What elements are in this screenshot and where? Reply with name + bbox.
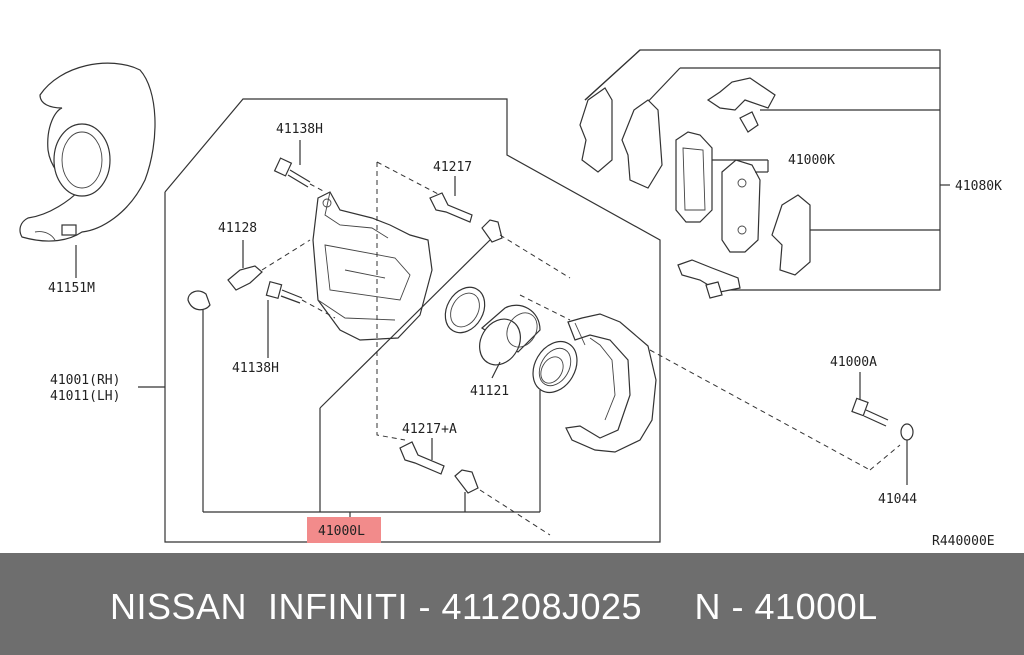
bleeder-cap (187, 290, 211, 512)
label-41151m: 41151M (48, 281, 95, 296)
label-41080k: 41080K (955, 179, 1002, 194)
label-41217: 41217 (433, 160, 472, 175)
piston-part (479, 304, 541, 379)
caliper-assembly-frame (164, 98, 661, 543)
guide-pin-41217 (429, 176, 473, 223)
pad-shim-1 (579, 87, 613, 173)
pad-clip-bottom (677, 259, 741, 299)
footer-bar: NISSAN INFINITI - 411208J025 N - 41000L (0, 553, 1024, 655)
label-41138h-bottom: 41138H (232, 361, 279, 376)
piston-seal (444, 286, 486, 334)
label-41000k: 41000K (788, 153, 835, 168)
pad-shim-3 (771, 194, 811, 276)
label-41217a: 41217+A (402, 422, 457, 437)
washer-41044 (900, 423, 914, 485)
bleeder-screw (227, 240, 263, 291)
parts-diagram: 41151M 41138H 41128 41138H 41217 41121 4… (19, 49, 1002, 549)
caliper-body-part (312, 191, 433, 341)
pad-clip-top (706, 77, 776, 133)
brake-pad-outer (675, 131, 713, 223)
piston-boot (532, 340, 578, 394)
brake-pad-inner (721, 159, 761, 253)
label-41000a: 41000A (830, 355, 877, 370)
diagram-reference: R440000E (932, 534, 995, 549)
brake-caliper-exploded-view: 41151M 41138H 41128 41138H 41217 41121 4… (19, 49, 1002, 549)
label-41000l: 41000L (318, 524, 365, 539)
guide-pin-41217a (399, 438, 445, 475)
label-41121: 41121 (470, 384, 509, 399)
bolt-41138h-top (273, 157, 311, 188)
pin-boot-top (481, 219, 503, 243)
highlight-41000l (307, 517, 381, 543)
footer-part-numbers: NISSAN INFINITI - 411208J025 N - 41000L (110, 586, 878, 627)
pad-shim-2 (621, 99, 663, 189)
torque-member (565, 313, 657, 453)
label-41138h-top: 41138H (276, 122, 323, 137)
pin-boot-bottom (454, 469, 479, 512)
bolt-41000a (851, 372, 889, 427)
label-41044: 41044 (878, 492, 917, 507)
bolt-41138h-bottom (265, 280, 303, 304)
dust-shield-part (19, 62, 156, 242)
label-41128: 41128 (218, 221, 257, 236)
label-41011: 41011(LH) (50, 389, 120, 404)
label-41001: 41001(RH) (50, 373, 120, 388)
